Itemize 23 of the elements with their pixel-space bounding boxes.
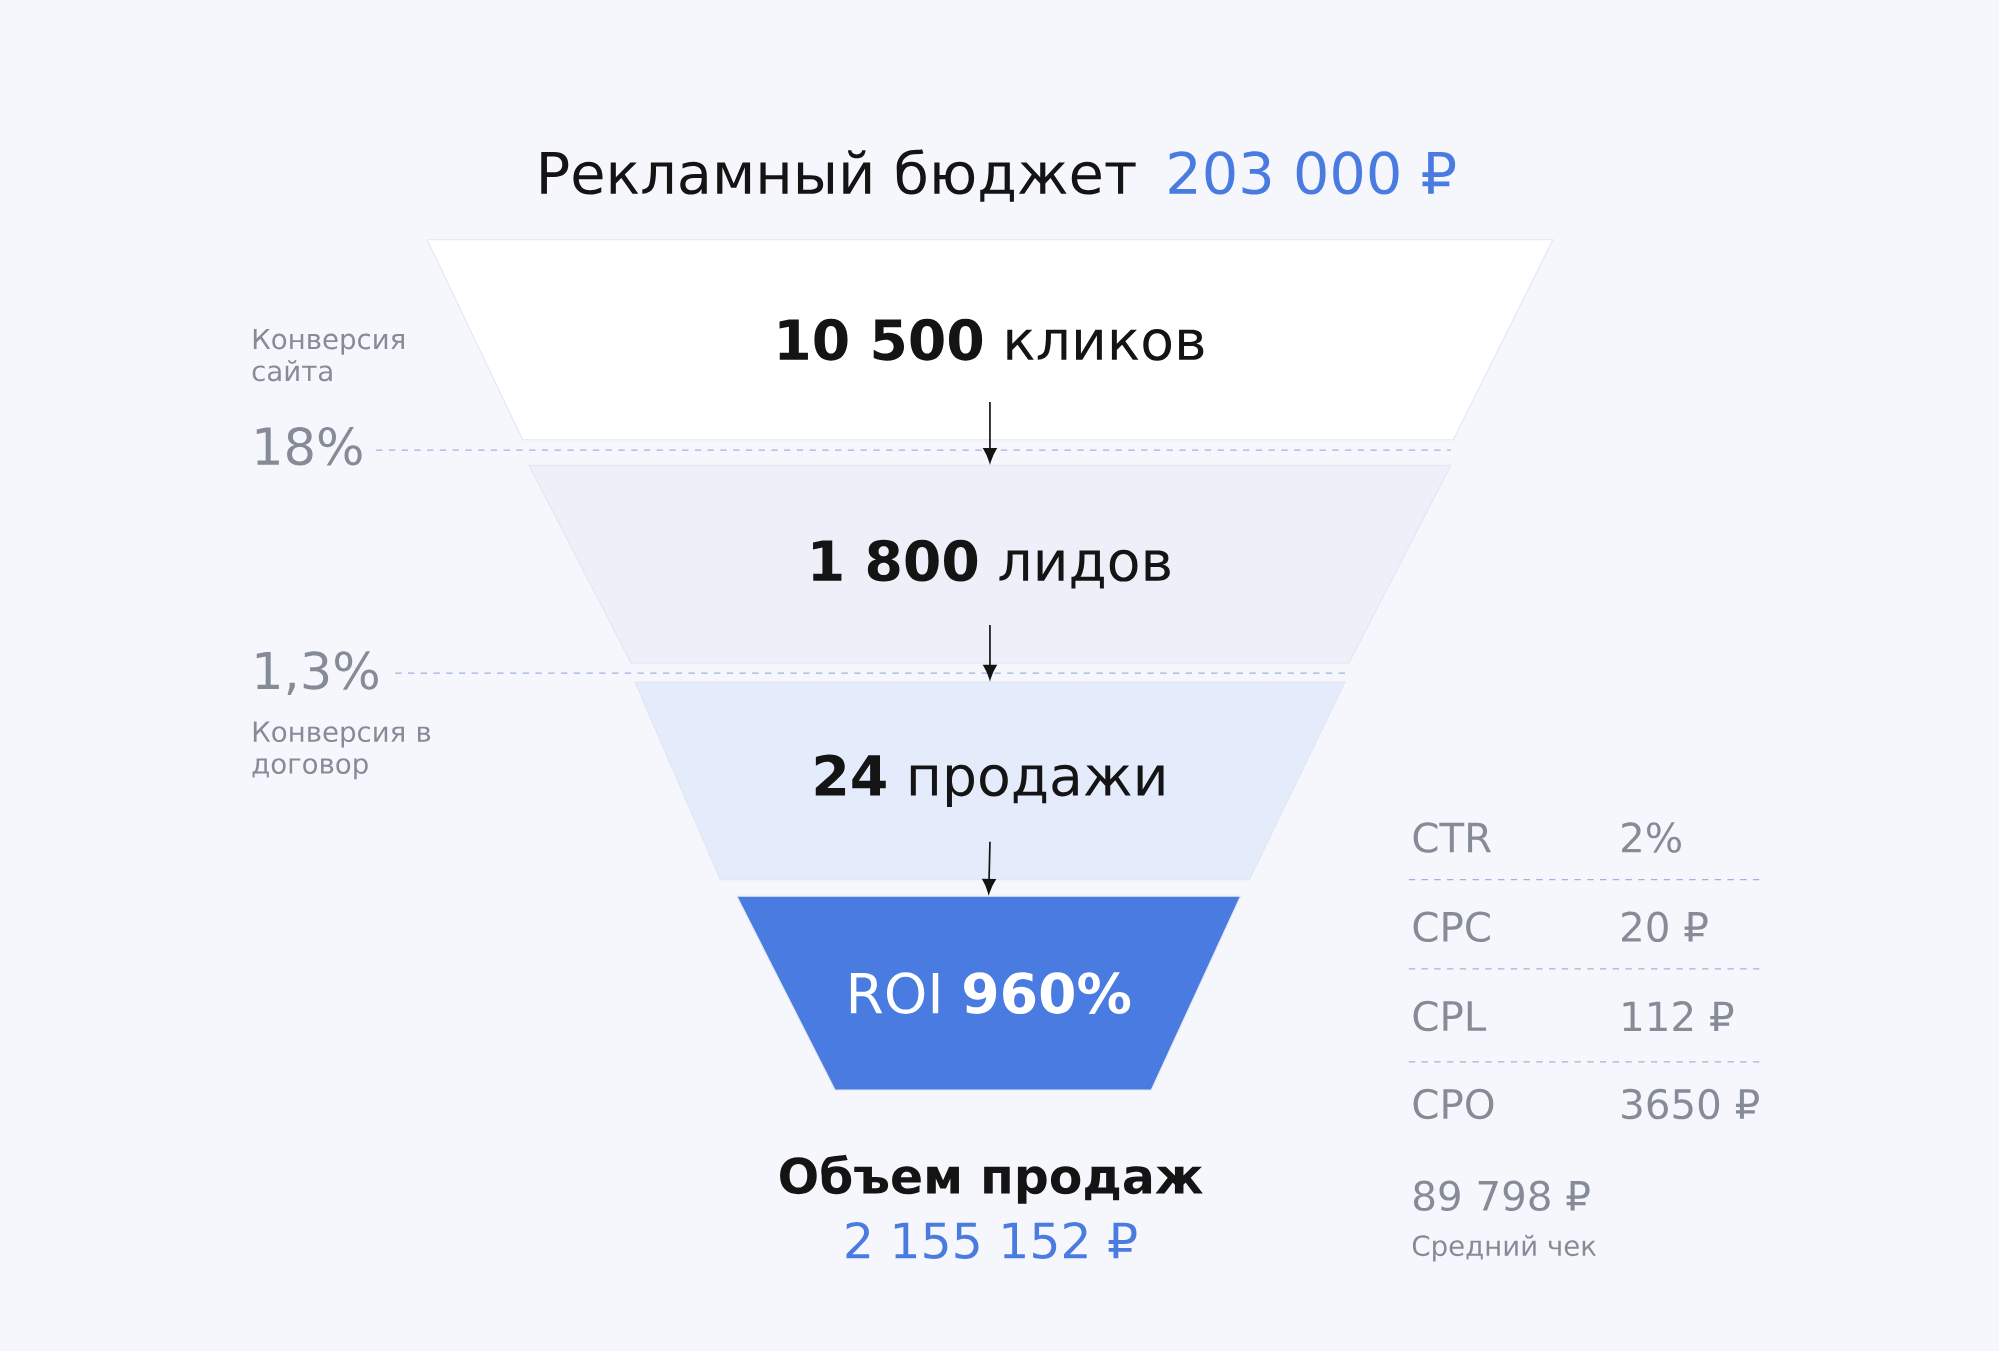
- arrow: [983, 401, 997, 463]
- funnel-stage: 24 продажи: [634, 681, 1346, 880]
- metric-value: 20 ₽: [1622, 911, 1708, 942]
- arrow: [983, 624, 997, 680]
- funnel-stage: 10 500 кликов: [426, 239, 1554, 441]
- title: Рекламный бюджет: [541, 149, 1136, 202]
- average-check-caption: Средний чек: [1412, 1234, 1596, 1262]
- metric-value: 112 ₽: [1623, 1000, 1734, 1031]
- metric-name: CTR: [1413, 822, 1492, 853]
- funnel-stage: ROI 960%: [736, 895, 1242, 1091]
- metric-name: CPL: [1413, 1000, 1487, 1032]
- metric-value: 2%: [1622, 822, 1681, 853]
- funnel-stage: 1 800 лидов: [528, 464, 1452, 664]
- arrow: [982, 840, 996, 894]
- average-check-value: 89 798 ₽: [1414, 1180, 1590, 1211]
- metric-name: CPC: [1413, 911, 1490, 942]
- conversion-caption: Конверсия в договор: [252, 721, 431, 780]
- percentage-value: 18%: [256, 426, 362, 466]
- metric-value: 3650 ₽: [1622, 1088, 1759, 1120]
- sales-value: 2 155 152 ₽: [846, 1221, 1137, 1259]
- sales-heading: Объем продаж: [780, 1154, 1203, 1204]
- percentage-value: 1,3%: [256, 651, 378, 695]
- metric-name: CPO: [1413, 1088, 1494, 1120]
